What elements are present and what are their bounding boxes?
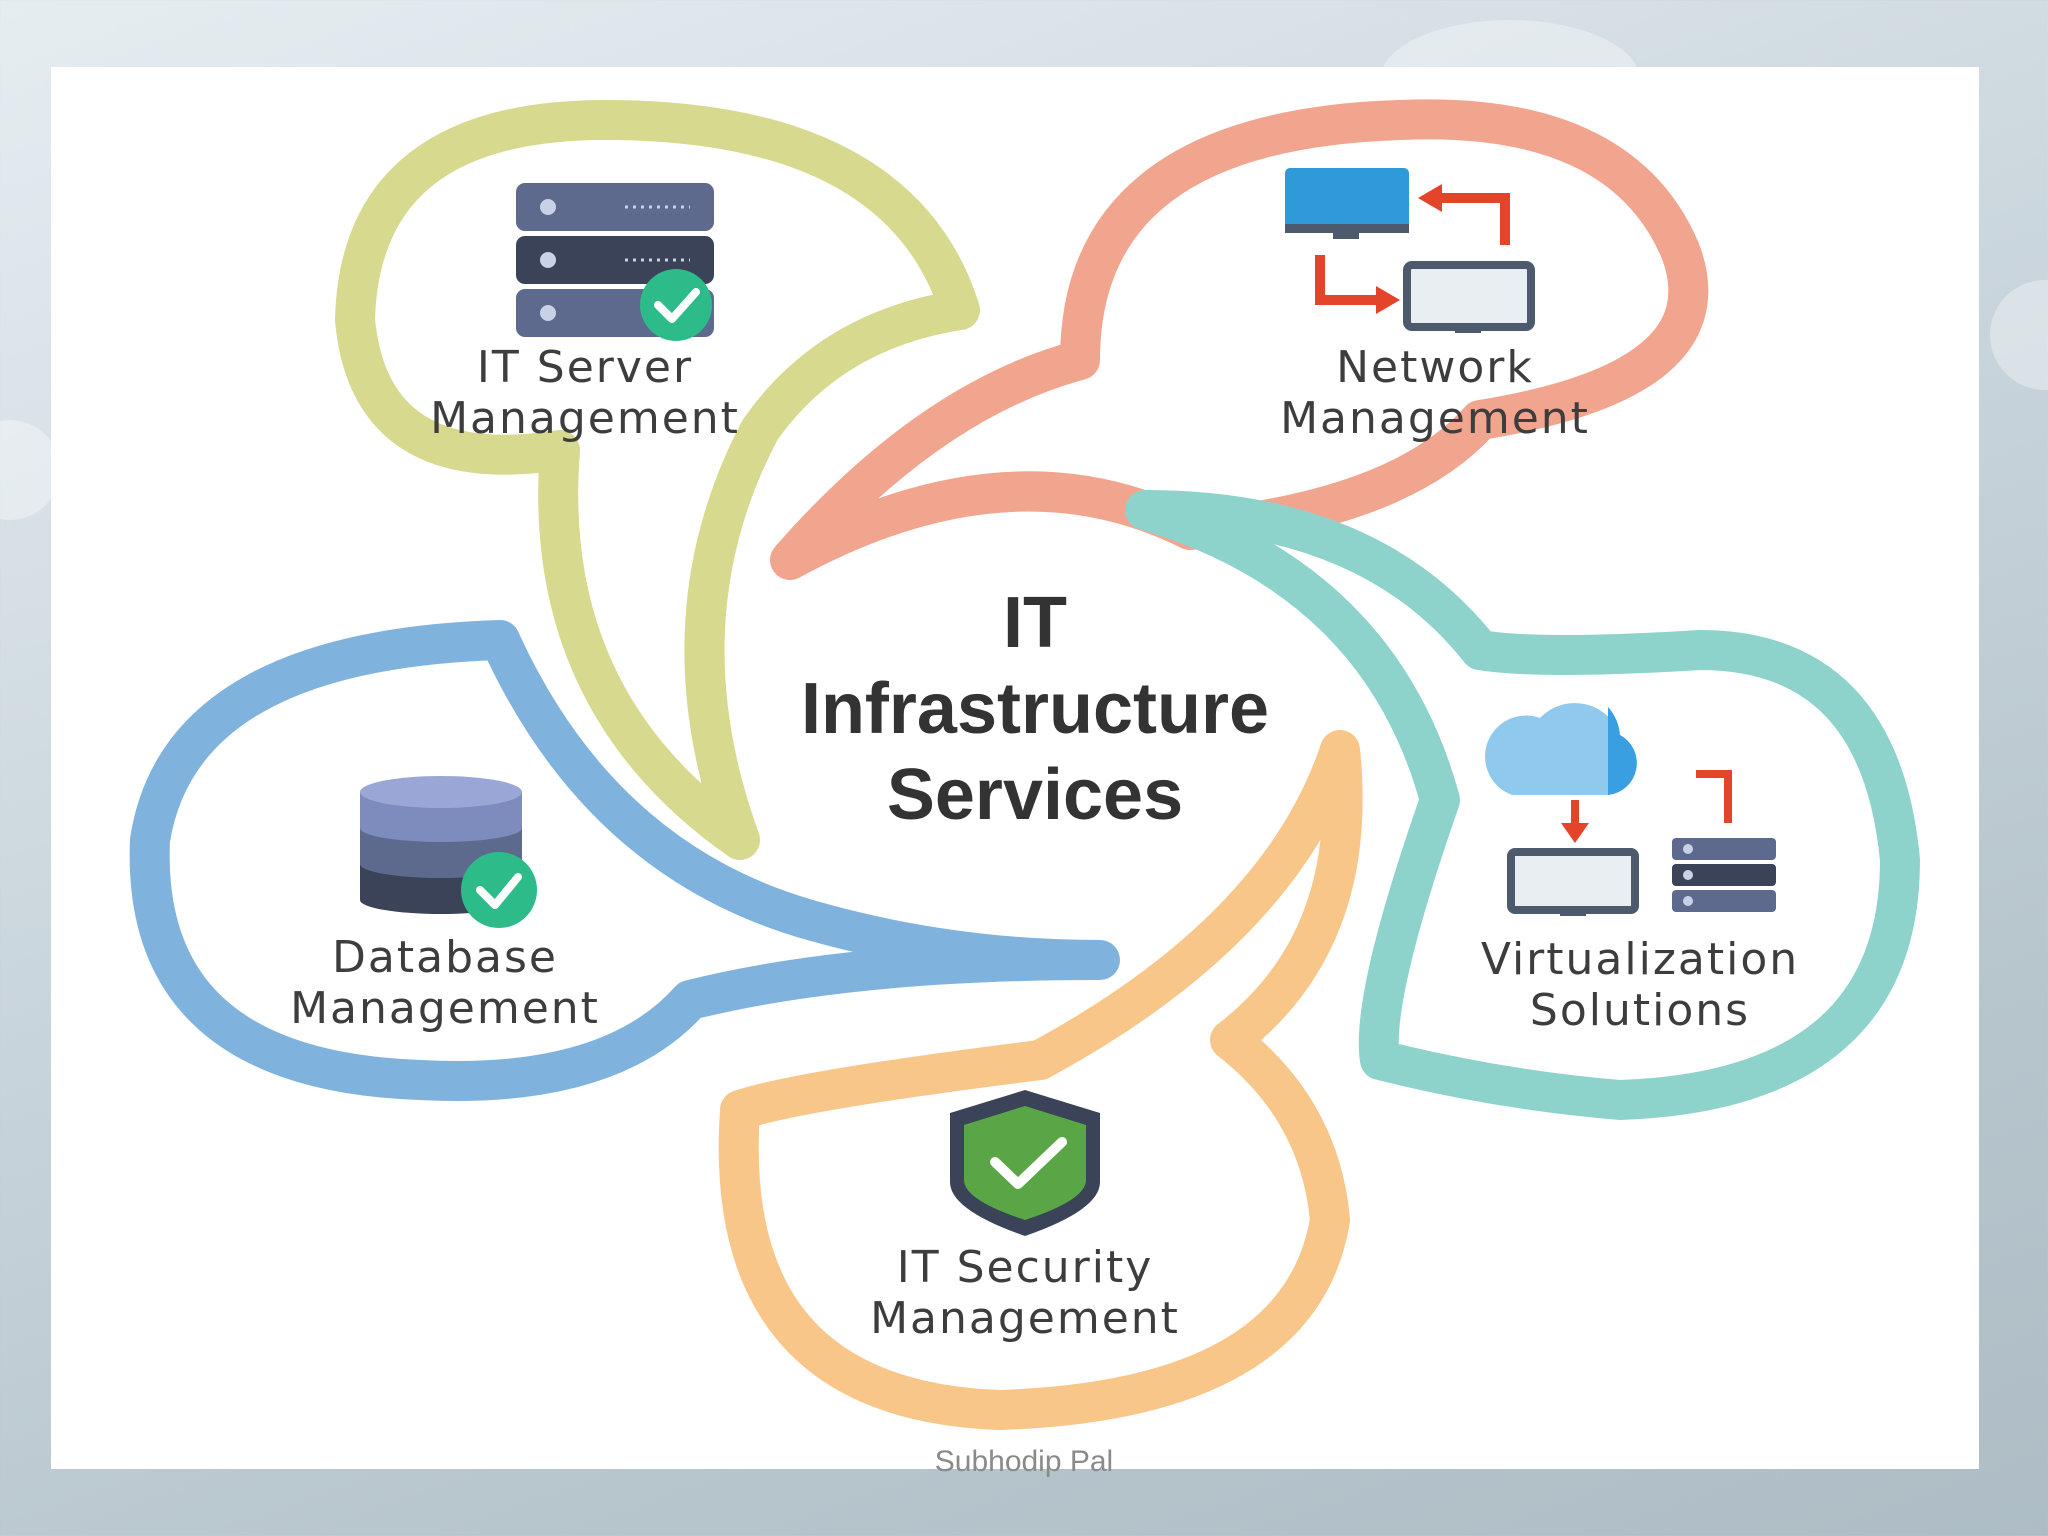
author-credit: Subhodip Pal xyxy=(934,1445,1114,1478)
center-title-line: Infrastructure xyxy=(800,669,1270,749)
center-title-line: IT xyxy=(1003,583,1067,663)
security-bubble-outline xyxy=(718,730,1363,1430)
network-computers-icon xyxy=(1285,168,1535,333)
database-bubble-outline xyxy=(129,620,1120,1101)
node-label-line: Management xyxy=(870,1293,1180,1344)
center-title-line: Services xyxy=(886,755,1184,835)
database-check-icon xyxy=(360,776,537,928)
server-rack-check-icon xyxy=(516,183,714,341)
shield-check-icon xyxy=(950,1090,1100,1236)
node-label-line: Management xyxy=(290,983,600,1034)
node-label-line: IT Security xyxy=(896,1242,1154,1293)
node-label-server: IT Server Management xyxy=(390,342,780,444)
node-label-network: Network Management xyxy=(1240,342,1630,444)
virtualization-bubble-outline xyxy=(1125,490,1920,1120)
node-label-line: IT Server xyxy=(476,342,694,393)
node-label-line: Database xyxy=(332,932,558,983)
server-bubble-outline xyxy=(335,100,980,860)
node-label-line: Management xyxy=(1280,393,1590,444)
node-label-line: Network xyxy=(1336,342,1534,393)
node-label-line: Management xyxy=(430,393,740,444)
network-bubble-outline xyxy=(770,99,1709,580)
center-title: IT Infrastructure Services xyxy=(720,580,1350,838)
node-label-line: Solutions xyxy=(1529,985,1751,1036)
node-label-security: IT Security Management xyxy=(830,1242,1220,1344)
node-label-line: Virtualization xyxy=(1480,934,1800,985)
cloud-virtualization-icon xyxy=(1485,703,1776,916)
node-label-database: Database Management xyxy=(250,932,640,1034)
node-label-virtualization: Virtualization Solutions xyxy=(1440,934,1840,1036)
